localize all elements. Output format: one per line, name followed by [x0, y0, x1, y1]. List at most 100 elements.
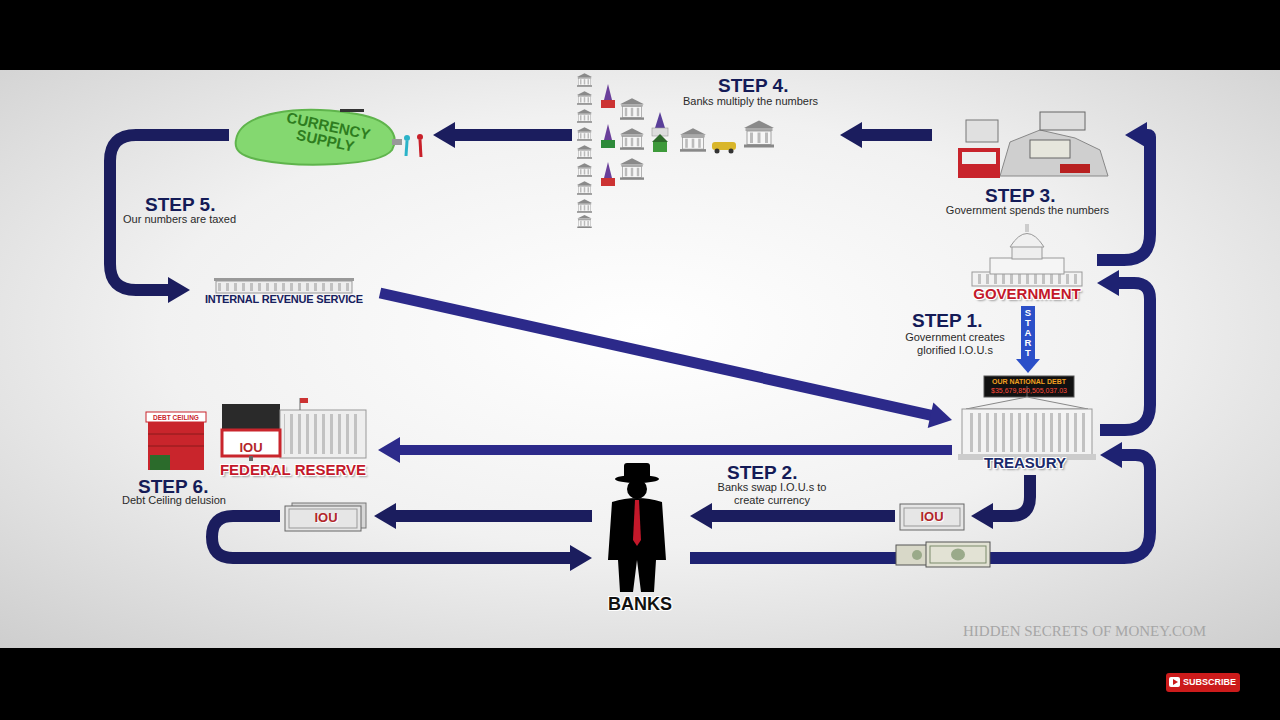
- node-title: FEDERAL RESERVE: [213, 461, 373, 478]
- government: GOVERNMENT: [962, 225, 1094, 304]
- federal-reserve-building-line: [148, 434, 204, 435]
- arrow-line: [690, 455, 1150, 558]
- step-description: Debt Ceiling delusion: [122, 494, 226, 507]
- internal-revenue-service: INTERNAL REVENUE SERVICE: [193, 278, 377, 308]
- federal-reserve-building-rect: [150, 455, 170, 470]
- currency-blob-rect: [340, 109, 364, 112]
- bank-icons-use: [577, 181, 592, 195]
- bank-icons-use: [577, 127, 592, 141]
- flow-arrow: [374, 503, 592, 529]
- arrow-line: [399, 445, 952, 455]
- bank-icons-polygon: [655, 112, 665, 128]
- flow-arrow: [380, 293, 952, 428]
- watermark: HIDDEN SECRETS OF MONEY.COM: [963, 623, 1206, 640]
- arrow-head: [1125, 122, 1147, 148]
- currency-supply: CURRENCY SUPPLY: [232, 108, 430, 166]
- banks: BANKS: [595, 466, 687, 618]
- flow-arrow: [1097, 122, 1150, 260]
- federal-reserve-building-rect: [146, 412, 206, 422]
- federal-reserve: DEBT CEILINGIOUFEDERAL RESERVESTEP 6.Deb…: [118, 405, 375, 509]
- bank-icons-rect: [601, 140, 615, 148]
- money-pile-rect: [1040, 112, 1085, 130]
- bank-icons-use: [577, 73, 592, 87]
- bank-icons-use: [577, 215, 591, 228]
- arrow-line: [861, 129, 932, 141]
- bank-icons-use: [620, 128, 644, 150]
- step-heading: STEP 1.: [912, 310, 982, 331]
- banks-multiply: STEP 4.Banks multiply the numbers: [575, 72, 837, 230]
- capitol-building: [972, 224, 1082, 286]
- node-title: GOVERNMENT: [962, 285, 1092, 302]
- federal-reserve-building-rect: [148, 422, 204, 470]
- billboard-text: IOU: [222, 440, 280, 456]
- step-description: Government spends the numbers: [935, 204, 1120, 217]
- flow-arrow: [971, 475, 1030, 529]
- iou-text: IOU: [283, 510, 369, 526]
- step-heading: STEP 4.: [718, 75, 788, 96]
- subscribe-button-rect: [1169, 677, 1180, 687]
- banker-figure: [608, 463, 666, 592]
- federal-reserve-building-rect: [300, 398, 308, 403]
- bank-icons-rect: [712, 142, 736, 150]
- arrow-line: [1021, 306, 1035, 360]
- step-heading: STEP 5.: [145, 194, 215, 215]
- money-pile-rect: [962, 152, 996, 164]
- node-title: BANKS: [595, 594, 685, 614]
- arrow-line: [380, 293, 932, 415]
- arrow-head: [928, 403, 952, 428]
- bank-icons-use: [577, 145, 592, 159]
- arrow-head: [690, 503, 712, 529]
- banker-figure-path: [608, 498, 666, 592]
- background: [0, 70, 1280, 648]
- bank-icons-rect: [601, 100, 615, 108]
- money-pile: [958, 112, 1108, 178]
- arrow-head: [378, 437, 400, 463]
- banker-figure-circle: [627, 479, 647, 499]
- flow-arrow: [1097, 270, 1150, 430]
- step-description: Our numbers are taxed: [123, 213, 236, 226]
- dollar-bills-rect: [926, 542, 990, 567]
- money-pile-rect: [1060, 164, 1090, 173]
- arrow-head: [374, 503, 396, 529]
- flow-arrow: [690, 503, 895, 529]
- subscribe-button-polygon: [1173, 679, 1178, 685]
- treasury-building-rect: [966, 413, 1088, 452]
- federal-reserve-building-rect: [280, 410, 366, 458]
- arrow-head: [570, 545, 592, 571]
- arrow-line: [212, 516, 571, 558]
- capitol-building-path: [1010, 234, 1044, 248]
- irs-building-rect: [216, 281, 352, 293]
- federal-reserve-building-rect: [222, 430, 280, 456]
- dollar-bills: [896, 542, 990, 567]
- treasury-building-polygon: [966, 397, 1088, 409]
- arrow-line: [454, 129, 572, 141]
- money-pile-rect: [1030, 140, 1070, 158]
- bank-icons-polygon: [604, 162, 612, 178]
- currency-blob-circle: [417, 134, 423, 140]
- federal-reserve-building-rect: [284, 414, 362, 454]
- bank-icons-polygon: [604, 84, 612, 100]
- flow-arrow: [433, 122, 572, 148]
- federal-reserve-building-rect: [249, 456, 253, 461]
- bank-icons-rect: [653, 142, 667, 152]
- arrow-line: [110, 135, 229, 290]
- step-heading: STEP 2.: [727, 462, 797, 483]
- capitol-building-rect: [974, 274, 1080, 284]
- flow-arrow: [1016, 306, 1040, 373]
- currency-blob-rect: [392, 139, 402, 145]
- government-spending: STEP 3.Government spends the numbers: [935, 108, 1122, 219]
- treasury-building-rect: [962, 409, 1092, 456]
- bank-icons-use: [577, 109, 592, 123]
- node-title: TREASURY: [955, 454, 1095, 471]
- bank-icons-use: [577, 163, 592, 177]
- treasury-building: [958, 376, 1096, 460]
- bank-icons-polygon: [652, 134, 668, 142]
- bank-icons-circle: [715, 149, 720, 154]
- node-title: INTERNAL REVENUE SERVICE: [193, 293, 375, 306]
- bank-icons-use: [620, 158, 644, 180]
- federal-reserve-building-line: [148, 446, 204, 447]
- debt-ticker-value: $35,679,850,505,037.03: [985, 387, 1073, 395]
- step-heading: STEP 3.: [985, 185, 1055, 206]
- federal-reserve-building-rect: [222, 404, 280, 430]
